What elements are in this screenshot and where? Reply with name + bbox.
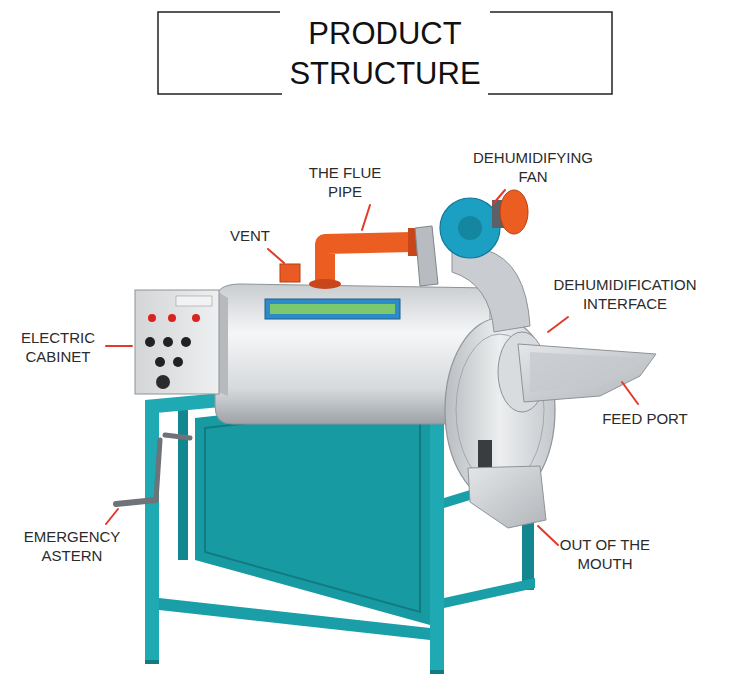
part-label: ELECTRIC CABINET (12, 328, 104, 366)
dehumidifying-fan (440, 190, 530, 332)
leader-line (268, 249, 284, 263)
leader-line (622, 382, 638, 404)
electric-cabinet (135, 290, 228, 396)
part-label: VENT (225, 226, 275, 245)
title: PRODUCT STRUCTURE (280, 14, 490, 94)
leader-line (362, 205, 370, 230)
part-label: OUT OF THE MOUTH (555, 535, 655, 573)
leader-line (538, 526, 558, 545)
feed-hopper (518, 344, 656, 402)
discharge-chute (468, 466, 546, 528)
leader-line (493, 190, 505, 204)
feed-hopper-inner (530, 352, 640, 392)
part-label: THE FLUE PIPE (300, 163, 390, 201)
leader-line (106, 509, 118, 524)
hand-crank (116, 435, 190, 504)
part-label: FEED PORT (595, 409, 695, 428)
part-label: EMERGENCY ASTERN (17, 527, 127, 565)
leader-line (106, 345, 132, 347)
title-frame (158, 12, 612, 94)
leader-line (548, 317, 568, 332)
leader-lines (106, 190, 638, 545)
part-label: DEHUMIDIFICATION INTERFACE (545, 275, 705, 313)
flue-pipe (280, 226, 438, 289)
part-label: DEHUMIDIFYING FAN (458, 148, 608, 186)
